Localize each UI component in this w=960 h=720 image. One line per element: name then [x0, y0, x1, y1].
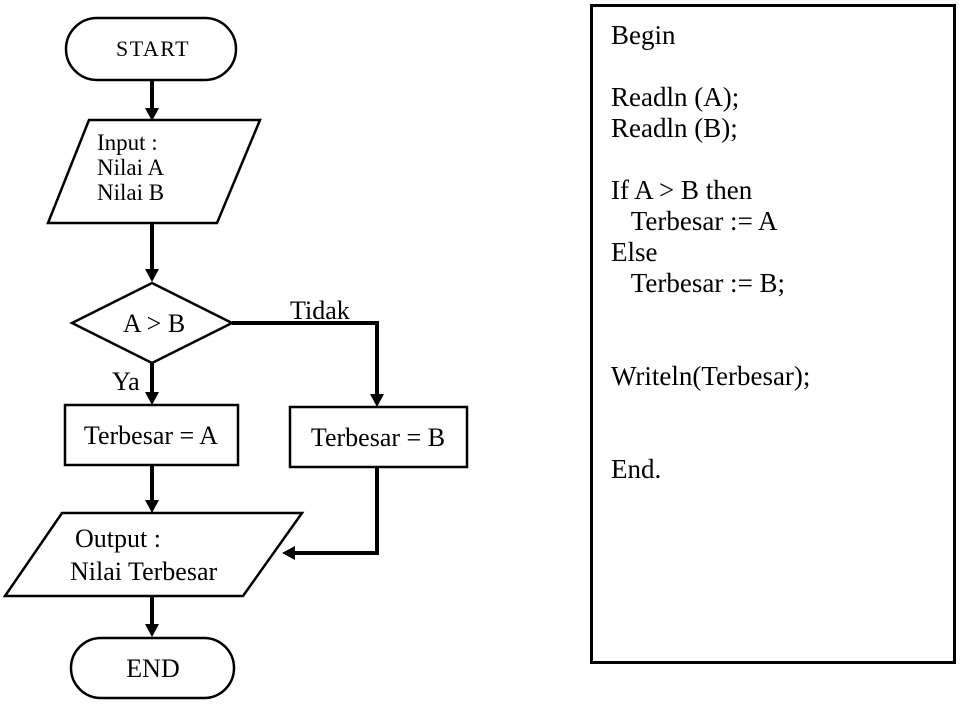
- code-line: [611, 423, 953, 454]
- code-line: Terbesar := B;: [611, 268, 786, 298]
- code-line: Readln (B);: [611, 113, 738, 143]
- code-line: [611, 51, 953, 82]
- end-terminator: [69, 636, 236, 700]
- code-line: Writeln(Terbesar);: [611, 361, 811, 391]
- code-listing: Begin Readln (A); Readln (B); If A > B t…: [611, 20, 953, 485]
- end-label: END: [126, 654, 179, 683]
- code-line: [611, 144, 953, 175]
- input-parallelogram: [46, 118, 262, 225]
- input-line-1: Input :: [97, 130, 158, 155]
- code-line: End.: [611, 454, 662, 484]
- code-line: [611, 299, 953, 330]
- decision-label: A > B: [123, 309, 185, 338]
- input-line-2: Nilai A: [97, 155, 164, 180]
- flowchart: START Input : Nilai A Nilai B A > B Ya T…: [2, 16, 469, 700]
- yes-branch-label: Ya: [112, 367, 140, 396]
- process-a-label: Terbesar = A: [84, 421, 218, 450]
- arrowhead-input-decision: [145, 269, 159, 282]
- output-parallelogram: [2, 511, 305, 598]
- code-line: If A > B then: [611, 175, 753, 205]
- output-line-2: Nilai Terbesar: [70, 557, 217, 586]
- arrowhead-decision-process-a: [145, 392, 159, 405]
- arrowhead-process-b-output: [282, 546, 295, 560]
- no-branch-label: Tidak: [290, 296, 350, 325]
- code-panel: Begin Readln (A); Readln (B); If A > B t…: [590, 4, 956, 664]
- code-line: Else: [611, 237, 658, 267]
- code-line: [611, 392, 953, 423]
- connector-process-b-output: [295, 467, 379, 555]
- input-line-3: Nilai B: [97, 180, 164, 205]
- output-line-1: Output :: [75, 524, 161, 553]
- code-line: Readln (A);: [611, 82, 740, 112]
- process-b-box: [288, 405, 469, 469]
- code-line: [611, 330, 953, 361]
- arrowhead-start-input: [145, 108, 159, 121]
- code-line: Terbesar := A: [611, 206, 778, 236]
- code-line: Begin: [611, 20, 676, 50]
- arrowhead-decision-process-b: [370, 394, 384, 407]
- arrowhead-output-end: [145, 624, 159, 637]
- connector-decision-process-b: [232, 321, 379, 394]
- start-label: START: [116, 36, 190, 61]
- process-b-label: Terbesar = B: [311, 423, 445, 452]
- arrowhead-process-a-output: [145, 500, 159, 513]
